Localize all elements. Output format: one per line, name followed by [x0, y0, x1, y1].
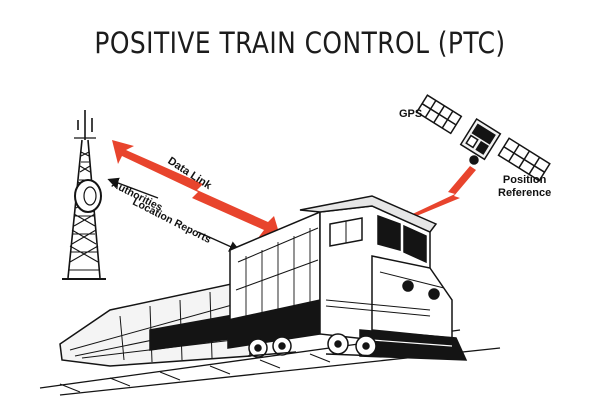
position-reference-line1: Position: [502, 174, 547, 186]
locomotive-icon: [39, 195, 501, 396]
gps-satellite-icon: [415, 94, 551, 182]
location-reports-arrow: [197, 231, 241, 252]
authorities-arrow: [107, 177, 159, 199]
diagram-title: POSITIVE TRAIN CONTROL (PTC): [94, 26, 506, 60]
data-link-signal-icon: [112, 140, 280, 238]
position-reference-label: Position Reference: [498, 174, 551, 200]
radio-tower-icon: [62, 110, 106, 280]
gps-label: GPS: [399, 108, 423, 120]
position-reference-line2: Reference: [498, 187, 552, 199]
